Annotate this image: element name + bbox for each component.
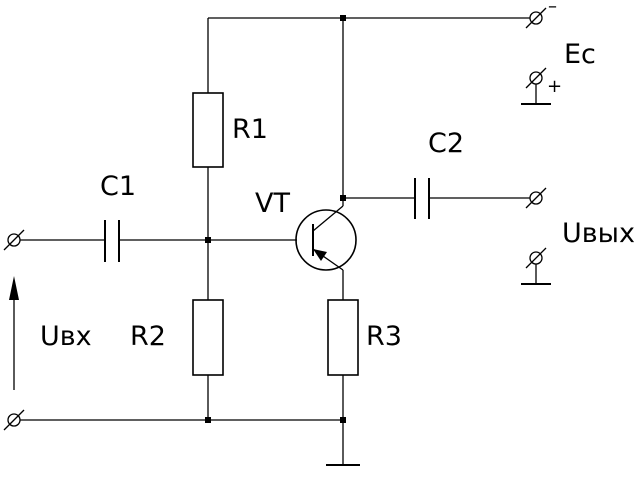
terminals	[3, 7, 551, 431]
junction-dot	[340, 195, 346, 201]
label-r1: R1	[232, 114, 268, 145]
label-vt: VT	[255, 188, 290, 219]
output-terminal	[525, 187, 547, 209]
capacitor-c1	[104, 220, 120, 262]
supply-minus-terminal	[525, 7, 547, 29]
input-terminal-bottom	[3, 409, 25, 431]
junctions	[205, 15, 346, 423]
resistor-r1	[192, 92, 224, 168]
supply-plus-terminal	[521, 67, 551, 105]
label-c1: C1	[100, 171, 136, 202]
output-ground-terminal	[521, 247, 551, 285]
label-c2: C2	[428, 128, 464, 159]
junction-dot	[205, 417, 211, 423]
resistor-r3	[327, 299, 359, 376]
transistor-body	[295, 209, 357, 271]
label-input-voltage: Uвх	[40, 321, 92, 352]
junction-dot	[340, 15, 346, 21]
capacitor-c2	[414, 178, 430, 219]
junction-dot	[340, 417, 346, 423]
label-ec: Ec	[564, 39, 596, 70]
label-output-voltage: Uвых	[562, 218, 635, 249]
transistor-vt	[295, 205, 357, 271]
transistor-collector	[312, 205, 344, 232]
junction-dot	[205, 237, 211, 243]
input-terminal-top	[3, 229, 25, 251]
wires	[20, 17, 530, 466]
label-r2: R2	[130, 321, 166, 352]
input-voltage-arrow-icon	[9, 276, 19, 390]
label-minus: –	[548, 0, 557, 17]
resistor-r2	[192, 299, 224, 376]
label-plus: +	[547, 76, 562, 97]
emitter-arrow-icon	[313, 249, 327, 261]
label-r3: R3	[366, 321, 402, 352]
